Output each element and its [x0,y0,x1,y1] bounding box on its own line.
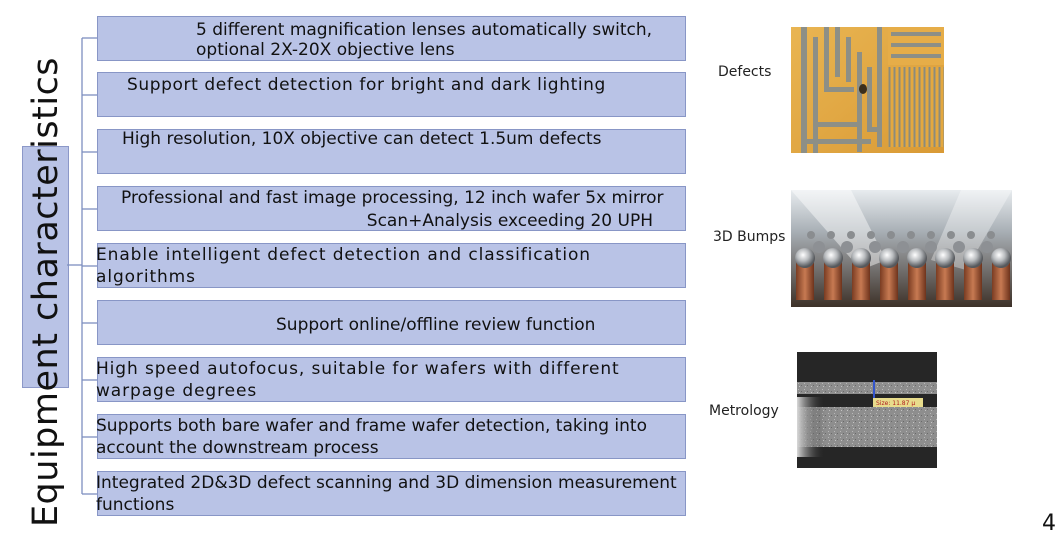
feature-text: High speed autofocus, suitable for wafer… [96,359,620,379]
feature-text: Support online/offline review function [276,315,596,335]
feature-text: High resolution, 10X objective can detec… [122,129,602,149]
feature-box-image-processing: Professional and fast image processing, … [97,186,686,231]
photo-label-defects: Defects [718,64,772,80]
photo-label-metrology: Metrology [709,403,779,419]
feature-text: optional 2X-20X objective lens [196,40,455,60]
feature-box-review: Support online/offline review function [97,300,686,345]
feature-text: 5 different magnification lenses automat… [196,20,653,40]
feature-text: functions [96,495,175,515]
feature-text: Integrated 2D&3D defect scanning and 3D … [96,473,677,493]
feature-text: Scan+Analysis exceeding 20 UPH [366,211,653,231]
3d-bumps-image [791,190,1012,307]
metrology-readout: Size: 11.87 µ [876,400,915,407]
feature-box-autofocus: High speed autofocus, suitable for wafer… [96,357,686,402]
metrology-image: Size: 11.87 µ [797,352,937,468]
feature-text: account the downstream process [96,438,379,458]
feature-box-2d-3d: Integrated 2D&3D defect scanning and 3D … [96,471,686,516]
feature-text: Professional and fast image processing, … [121,188,664,208]
feature-box-wafer-types: Supports both bare wafer and frame wafer… [96,414,686,459]
feature-box-classification: Enable intelligent defect detection and … [96,243,686,288]
feature-box-lighting: Support defect detection for bright and … [97,72,686,117]
feature-text: Enable intelligent defect detection and … [96,245,591,265]
feature-text: warpage degrees [96,381,258,401]
title-box [22,146,69,388]
defects-image [791,27,944,153]
feature-box-resolution: High resolution, 10X objective can detec… [97,129,686,174]
feature-text: algorithms [96,267,196,287]
feature-text: Supports both bare wafer and frame wafer… [96,416,647,436]
feature-box-magnification: 5 different magnification lenses automat… [97,16,686,61]
feature-text: Support defect detection for bright and … [127,75,606,95]
photo-label-3d-bumps: 3D Bumps [713,229,786,245]
page-number: 4 [1042,511,1056,536]
